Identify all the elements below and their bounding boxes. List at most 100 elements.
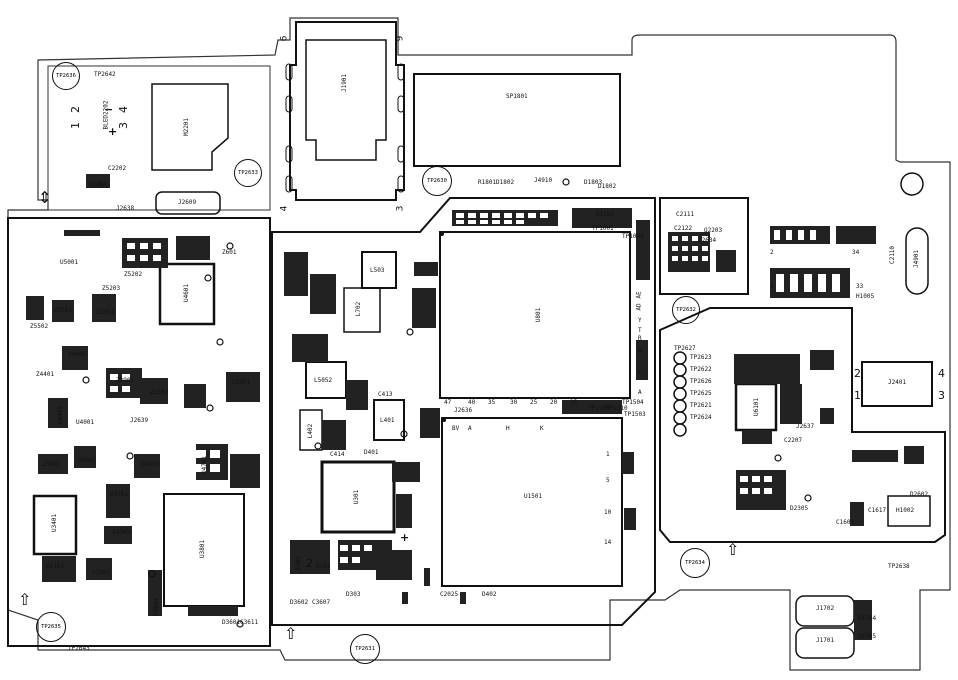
test-point-tp2632: TP2632: [672, 296, 700, 324]
plus-sign: +: [108, 125, 118, 138]
m2201-outline: [151, 83, 229, 171]
bga-marker: 25: [530, 399, 538, 406]
bga-marker: A: [468, 425, 472, 432]
bga-marker: 15: [570, 399, 578, 406]
label-d402: D402: [482, 591, 497, 598]
label-l5052: L5052: [314, 377, 333, 384]
u801-pin-markers: [440, 232, 446, 422]
label-d303: D303: [346, 591, 361, 598]
label-c2111: C2111: [676, 211, 695, 218]
label-z2301: Z2301: [96, 309, 115, 316]
j1901-inner: [305, 39, 387, 161]
j1901-slot: [397, 95, 405, 113]
connector-pin-label: 1: [770, 283, 774, 290]
label-r1101: R1101: [596, 211, 615, 218]
label-tp2643: TP2643: [68, 645, 90, 652]
label-l401: L401: [380, 417, 395, 424]
test-point-tp2633: TP2633: [234, 159, 262, 187]
test-point-tp2635: TP2635: [36, 612, 66, 642]
j1901-slot: [397, 63, 405, 81]
bga-marker: AD: [635, 303, 643, 311]
label-sp1801: SP1801: [506, 93, 528, 100]
label-m2201: M2201: [183, 117, 191, 137]
label-u4402: U4402: [57, 405, 65, 425]
label-u3801: U3801: [199, 539, 207, 559]
bga-marker: 30: [510, 399, 518, 406]
label-j1901: J1901: [341, 73, 349, 93]
pin-number: 2: [306, 557, 313, 570]
label-j1701: J1701: [816, 637, 835, 644]
label-z5502: Z5502: [30, 323, 49, 330]
label-c3611: C3611: [240, 619, 259, 626]
test-point-tp2630: TP2630: [422, 166, 452, 196]
label-c2122: C2122: [674, 225, 693, 232]
label-tp2638: TP2638: [888, 563, 910, 570]
label-c2025: C2025: [440, 591, 459, 598]
pin-number: 2: [69, 106, 82, 113]
label-tp1002: TP1002: [622, 233, 644, 240]
label-j2609: J2609: [178, 199, 197, 206]
label-j4910: J4910: [534, 177, 553, 184]
u3401-outline: [32, 494, 78, 556]
label-tp2621: TP2621: [690, 402, 712, 409]
pin-number: 3: [117, 122, 130, 129]
label-q2203: Q2203: [704, 227, 723, 234]
label-d3602: D3602: [290, 599, 309, 606]
bga-marker: 10: [604, 509, 612, 516]
label-tp1509: TP1509: [588, 405, 610, 412]
label-u301: U301: [353, 489, 361, 505]
label-u4601: U4601: [183, 283, 191, 303]
label-tp2623: TP2623: [690, 354, 712, 361]
label-tp1001: TP1001: [592, 225, 614, 232]
bga-marker: 40: [468, 399, 476, 406]
label-u2102: U2102: [90, 183, 109, 190]
j1901-slot: [397, 175, 405, 193]
bga-marker: Y: [638, 317, 642, 324]
plus-sign: +: [400, 531, 410, 544]
top-left-region: [47, 65, 271, 211]
label-z5202: Z5202: [124, 271, 143, 278]
j1901-slot: [285, 63, 293, 81]
mount-hole: [900, 172, 924, 196]
label-h1002: H1002: [896, 507, 915, 514]
sp1801-outline: [413, 73, 621, 167]
test-point-tp2634: TP2634: [680, 548, 710, 578]
label-z4702: Z4702: [112, 529, 131, 536]
pin-number: 4: [279, 205, 290, 212]
h1002-outline: [887, 495, 931, 527]
j1901-slot: [285, 95, 293, 113]
label-d1704: D1704: [858, 615, 877, 622]
bga-marker: R: [638, 335, 642, 342]
l702-outline: [343, 287, 381, 333]
bga-marker: 47: [444, 399, 452, 406]
label-j1702: J1702: [816, 605, 835, 612]
bga-marker: AE: [635, 291, 643, 299]
j4901-outline: [905, 227, 929, 295]
orientation-arrow-icon: ⇧: [18, 590, 32, 609]
pin-number: 1: [69, 122, 82, 129]
tp-ring-column: [673, 351, 687, 437]
label-tp2642: TP2642: [94, 71, 116, 78]
misc-rings: [82, 178, 812, 628]
test-point-tp2631: TP2631: [350, 634, 380, 664]
label-c414: C414: [330, 451, 345, 458]
label-z4001: Z4001: [78, 457, 97, 464]
label-z201: Z201: [295, 555, 303, 571]
bga-marker: 20: [550, 399, 558, 406]
label-j2637: J2637: [796, 423, 815, 430]
test-point-tp2636: TP2636: [52, 62, 80, 90]
j1901-slot: [285, 175, 293, 193]
l401-outline: [373, 399, 405, 441]
pin-number: 3: [938, 389, 945, 402]
bga-marker: H: [506, 425, 510, 432]
center-shield: [271, 197, 656, 626]
label-l503: L503: [370, 267, 385, 274]
j1901-outline: [289, 21, 405, 201]
label-z3301: Z3301: [92, 569, 111, 576]
minus-sign: −: [104, 103, 114, 116]
label-z2302: Z2302: [150, 389, 169, 396]
label-z4401: Z4401: [36, 371, 55, 378]
label-j2638: J2638: [116, 205, 135, 212]
label-tp2627: TP2627: [674, 345, 696, 352]
orientation-arrow-icon: ⇕: [38, 188, 52, 207]
